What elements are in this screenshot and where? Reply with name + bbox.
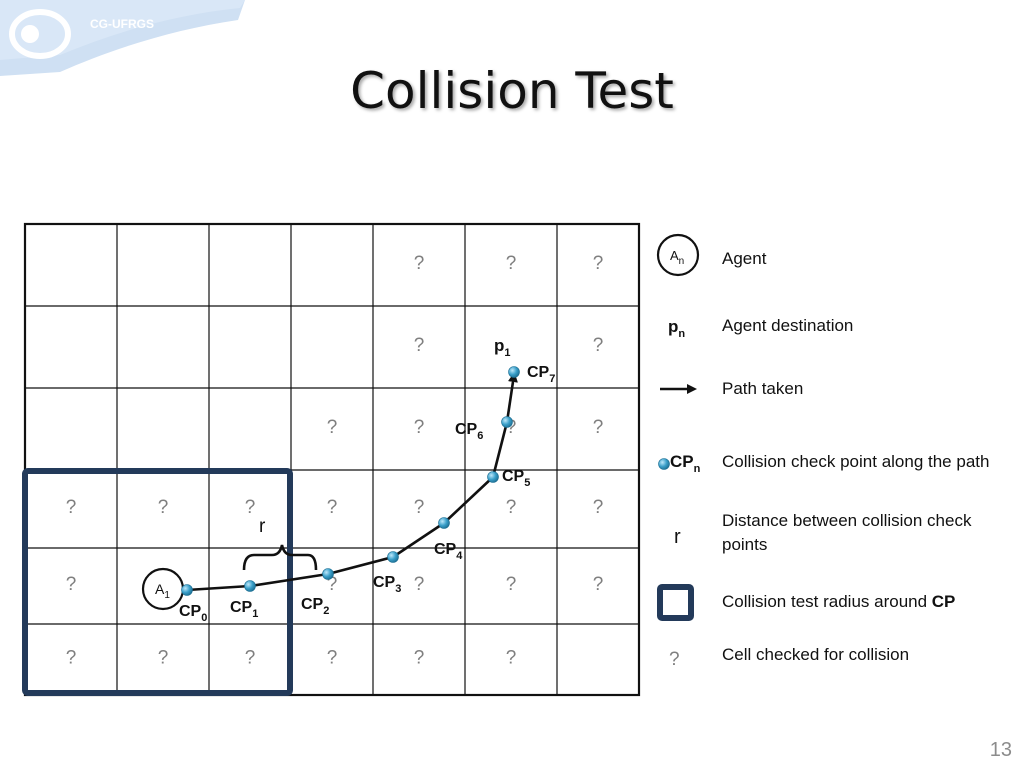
grid-border <box>23 222 641 697</box>
question-mark-11: ? <box>245 497 256 518</box>
question-mark-1: ? <box>506 253 517 274</box>
legend-distance-text: Distance between collision check points <box>722 511 972 554</box>
question-mark-8: ? <box>593 417 604 438</box>
path-arrow <box>505 372 518 423</box>
check-point-dot-5 <box>487 471 499 483</box>
question-mark-7: ? <box>506 417 517 438</box>
legend-radius-bold: CP <box>931 592 956 611</box>
question-mark-26: ? <box>506 648 517 669</box>
question-mark-15: ? <box>593 497 604 518</box>
question-mark-layer: ??????????????????????????? <box>66 253 604 669</box>
destination-label: p1 <box>494 336 511 359</box>
check-point-label-3: CP3 <box>373 574 401 595</box>
legend-check-point-dot <box>658 458 670 470</box>
question-mark-20: ? <box>593 574 604 595</box>
check-point-dot-7 <box>508 366 520 378</box>
legend-agent-text: Agent <box>722 249 767 268</box>
check-point-label-4: CP4 <box>434 541 463 562</box>
check-point-dot-4 <box>438 517 450 529</box>
slide-title: Collision Test <box>350 62 674 120</box>
question-mark-3: ? <box>414 335 425 356</box>
question-mark-14: ? <box>506 497 517 518</box>
legend-distance-symbol: r <box>674 526 681 548</box>
check-point-label-7: CP7 <box>527 364 555 385</box>
legend-destination-text: Agent destination <box>722 316 854 335</box>
legend-cell-text: Cell checked for collision <box>722 645 910 664</box>
question-mark-21: ? <box>66 648 77 669</box>
check-point-label-6: CP6 <box>455 421 483 442</box>
legend-radius-text: Collision test radius around CP <box>722 590 955 614</box>
question-mark-22: ? <box>158 648 169 669</box>
distance-label: r <box>259 516 266 537</box>
check-point-dot-3 <box>387 551 399 563</box>
check-point-dot-1 <box>244 580 256 592</box>
check-point-label-1: CP1 <box>230 599 258 620</box>
question-mark-6: ? <box>414 417 425 438</box>
question-mark-17: ? <box>327 574 338 595</box>
legend-path-text: Path taken <box>722 379 804 398</box>
legend-radius-label: Collision test radius around <box>722 592 932 611</box>
legend-agent-circle <box>656 233 700 277</box>
logo-text: CG-UFRGS <box>90 17 154 31</box>
check-point-label-2: CP2 <box>301 596 329 617</box>
legend-destination-symbol: pn <box>668 317 685 340</box>
question-mark-9: ? <box>66 497 77 518</box>
question-mark-23: ? <box>245 648 256 669</box>
page-number: 13 <box>989 739 1012 761</box>
cg-ufrgs-logo: CG-UFRGS <box>0 0 245 76</box>
collision-radius-box <box>22 468 293 696</box>
legend-agent-symbol: An <box>670 248 684 267</box>
legend-check-point-text: Collision check point along the path <box>722 452 990 471</box>
legend-graphics: An pn CPn r ? <box>656 233 701 670</box>
check-point-layer: CP0 CP1 CP2 CP3 CP4 CP5 CP6 CP7 <box>179 364 555 624</box>
question-mark-2: ? <box>593 253 604 274</box>
path-line <box>186 421 509 592</box>
check-point-dot-0 <box>181 584 193 596</box>
check-point-label-5: CP5 <box>502 468 530 489</box>
question-mark-5: ? <box>327 417 338 438</box>
question-mark-24: ? <box>327 648 338 669</box>
check-point-dot-6 <box>501 416 513 428</box>
question-mark-13: ? <box>414 497 425 518</box>
distance-bracket <box>242 544 318 571</box>
question-mark-10: ? <box>158 497 169 518</box>
legend-cell-symbol: ? <box>669 649 680 670</box>
question-mark-16: ? <box>66 574 77 595</box>
question-mark-25: ? <box>414 648 425 669</box>
check-point-label-0: CP0 <box>179 603 207 624</box>
question-mark-0: ? <box>414 253 425 274</box>
grid-lines <box>25 224 639 695</box>
check-point-dot-2 <box>322 568 334 580</box>
question-mark-18: ? <box>414 574 425 595</box>
agent-label: A1 <box>155 581 170 601</box>
question-mark-19: ? <box>506 574 517 595</box>
legend-check-point-symbol: CPn <box>670 452 701 475</box>
question-mark-4: ? <box>593 335 604 356</box>
legend-radius-box <box>657 584 694 621</box>
question-mark-12: ? <box>327 497 338 518</box>
